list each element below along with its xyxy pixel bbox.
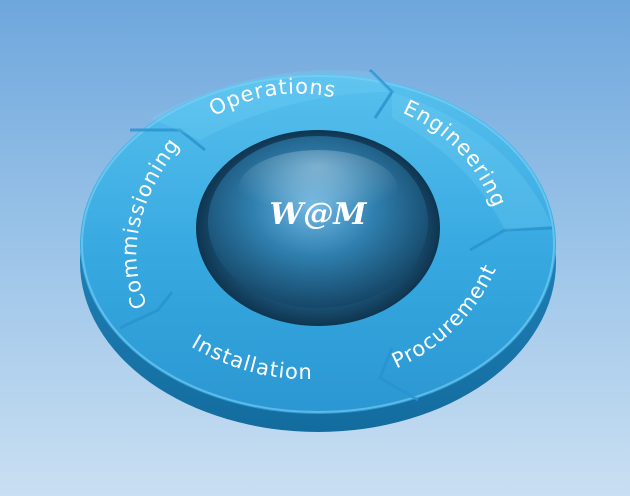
hub-label: W@M <box>270 197 368 232</box>
hub <box>196 130 440 326</box>
segment-highlights <box>150 69 552 230</box>
segment-dividers <box>119 68 553 402</box>
